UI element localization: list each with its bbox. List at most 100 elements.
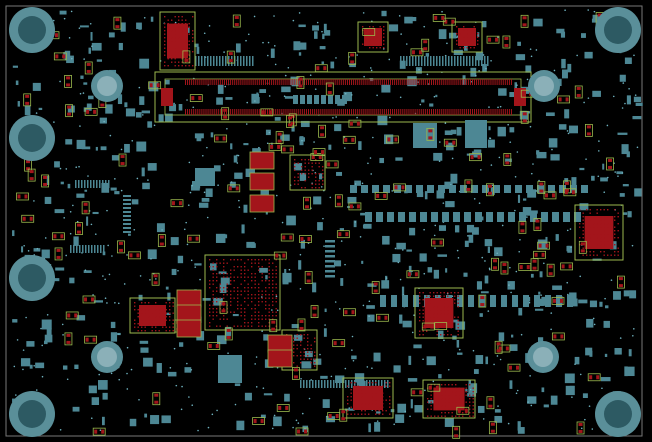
- bga-ball: [265, 280, 267, 282]
- pad: [75, 180, 77, 188]
- via: [621, 107, 624, 109]
- via: [480, 169, 482, 171]
- pad: [376, 212, 383, 222]
- inductor: [176, 304, 202, 323]
- bga-ball: [265, 290, 267, 292]
- bga-ball: [469, 408, 471, 410]
- connector-pin: [342, 79, 344, 85]
- pad: [578, 299, 588, 304]
- via: [597, 175, 600, 178]
- qfn-chip-pad: [424, 298, 454, 328]
- bga-ball: [209, 315, 211, 317]
- bga-ball: [148, 309, 150, 311]
- pad: [327, 380, 329, 388]
- via: [310, 379, 312, 381]
- passive-pad: [522, 23, 527, 27]
- passive-outline: [84, 61, 93, 75]
- bga-ball: [261, 294, 263, 296]
- connector-pin: [510, 109, 512, 115]
- bga-ball: [181, 26, 183, 28]
- passive-outline: [376, 313, 389, 322]
- bga-ball: [614, 244, 616, 246]
- pad: [12, 319, 18, 323]
- bga-ball: [148, 323, 150, 325]
- connector-pin: [223, 109, 225, 115]
- via: [633, 54, 635, 57]
- pad: [96, 180, 98, 188]
- connector-pin: [490, 79, 492, 85]
- bga-ball: [369, 26, 371, 28]
- via: [114, 178, 116, 180]
- passive-pad: [370, 29, 374, 34]
- passive-pad: [223, 108, 228, 112]
- bga-ball: [457, 295, 459, 297]
- bga-ball: [212, 301, 214, 303]
- bga-ball: [447, 330, 449, 332]
- pad: [291, 126, 295, 132]
- connector-pin: [320, 79, 322, 85]
- ic-top-c-outline: [451, 21, 483, 53]
- passive-pad: [101, 429, 105, 434]
- bga-ball: [441, 412, 443, 414]
- via: [585, 158, 587, 160]
- bga-ball: [258, 287, 260, 289]
- passive-pad: [338, 232, 342, 237]
- connector-pin: [412, 79, 414, 85]
- pad: [400, 56, 402, 66]
- passive-outline: [273, 251, 287, 260]
- bga-ball: [308, 162, 310, 164]
- bga-ball: [230, 301, 232, 303]
- bga-ball: [240, 276, 242, 278]
- connector-pin: [457, 79, 459, 85]
- bga-ball: [308, 169, 310, 171]
- bga-ball: [254, 259, 256, 261]
- via: [550, 312, 553, 314]
- via: [338, 308, 341, 310]
- passive-pad: [282, 147, 286, 152]
- connector-pin: [187, 109, 189, 115]
- bga-ball: [443, 306, 445, 308]
- passive-pad: [349, 204, 353, 209]
- ic-left-pad: [139, 305, 166, 326]
- passive-pad: [208, 343, 212, 348]
- via: [569, 228, 572, 230]
- connector-pin: [381, 109, 383, 115]
- pad: [246, 241, 255, 248]
- pad: [313, 196, 322, 205]
- bga-ball: [371, 392, 373, 394]
- connector-pin: [330, 109, 332, 115]
- bga-ball: [307, 337, 309, 339]
- bga-ball: [589, 216, 591, 218]
- bga-ball: [223, 266, 225, 268]
- bga-ball: [429, 320, 431, 322]
- via: [245, 123, 248, 125]
- bga-ball: [379, 47, 381, 49]
- via: [268, 95, 271, 97]
- bga-ball: [458, 394, 460, 396]
- passive-outline: [551, 296, 565, 305]
- bga-ball: [223, 297, 225, 299]
- connector-pin: [285, 109, 287, 115]
- connector-pin: [244, 109, 246, 115]
- bga-ball: [610, 230, 612, 232]
- pad: [304, 351, 313, 358]
- pad: [497, 126, 506, 137]
- connector-pin: [404, 109, 406, 115]
- bga-ball: [272, 276, 274, 278]
- bga-ball: [258, 301, 260, 303]
- bga-ball: [462, 398, 464, 400]
- pad: [560, 31, 566, 38]
- bga-ball: [151, 305, 153, 307]
- pad: [12, 65, 19, 68]
- pad: [323, 23, 327, 34]
- via: [69, 211, 72, 213]
- bga-ball: [185, 58, 187, 60]
- bga-ball: [212, 311, 214, 313]
- pad: [147, 249, 157, 260]
- bga-ball: [419, 320, 421, 322]
- bga-ball: [426, 309, 428, 311]
- pad: [581, 33, 586, 38]
- pad: [79, 245, 81, 253]
- pad: [234, 172, 243, 179]
